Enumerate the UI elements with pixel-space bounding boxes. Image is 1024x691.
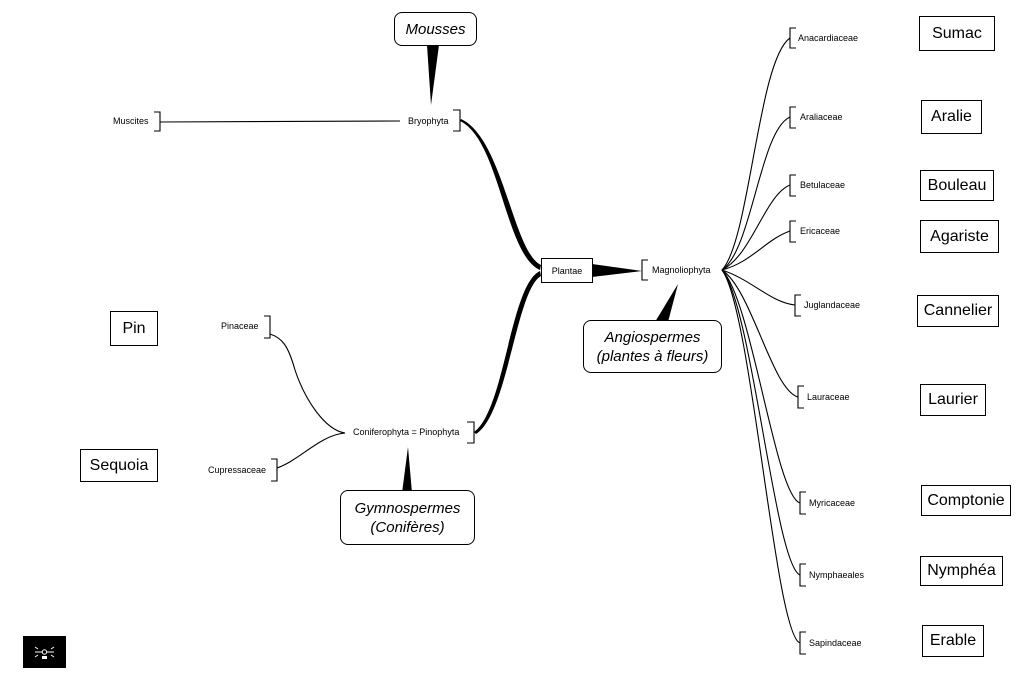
family-nymphaeales[interactable]: Nymphaeales: [809, 570, 865, 580]
callout-mousses: Mousses: [394, 12, 477, 46]
link-root-magnoliophyta: [592, 264, 642, 277]
common-pin[interactable]: Pin: [110, 311, 158, 346]
family-myricaceae[interactable]: Myricaceae: [809, 498, 856, 508]
app-logo-icon: [23, 636, 66, 668]
common-sumac-text: Sumac: [932, 24, 982, 42]
common-pin-text: Pin: [122, 319, 146, 337]
common-erable-text: Erable: [929, 632, 977, 649]
family-pinaceae[interactable]: Pinaceae: [221, 321, 259, 331]
common-nymphea-text: Nymphéa: [927, 562, 996, 579]
family-juglandaceae[interactable]: Juglandaceae: [804, 300, 861, 310]
tail-gymnospermes: [402, 447, 412, 493]
common-agariste[interactable]: Agariste: [920, 220, 999, 253]
common-aralie[interactable]: Aralie: [921, 100, 982, 134]
family-ericaceae[interactable]: Ericaceae: [800, 226, 841, 236]
family-cupressaceae[interactable]: Cupressaceae: [208, 465, 267, 475]
common-sequoia[interactable]: Sequoia: [80, 449, 158, 482]
common-nymphea[interactable]: Nymphéa: [920, 556, 1003, 586]
coniferophyta-label[interactable]: Coniferophyta = Pinophyta: [353, 427, 460, 437]
family-betulaceae[interactable]: Betulaceae: [800, 180, 846, 190]
magnoliophyta-label[interactable]: Magnoliophyta: [652, 265, 711, 275]
common-comptonie-text: Comptonie: [927, 491, 1005, 509]
callout-angiospermes: Angiospermes (plantes à fleurs): [583, 320, 722, 373]
link-root-bryophyta: [460, 119, 541, 270]
bracket-cupressaceae: [271, 458, 278, 482]
link-magno-ericaceae: [721, 230, 791, 271]
link-conifer-pinaceae: [269, 333, 346, 434]
link-bryophyta-muscites: [159, 120, 401, 123]
bracket-muscites: [154, 111, 161, 132]
family-lauraceae[interactable]: Lauraceae: [807, 392, 850, 402]
family-araliaceae[interactable]: Araliaceae: [800, 112, 843, 122]
common-laurier-text: Laurier: [928, 391, 978, 408]
bracket-bryophyta: [453, 109, 461, 132]
family-sapindaceae[interactable]: Sapindaceae: [809, 638, 862, 648]
bryophyta-label[interactable]: Bryophyta: [408, 116, 449, 126]
muscites-label[interactable]: Muscites: [113, 116, 149, 126]
link-magno-sapindaceae: [721, 269, 801, 644]
callout-angiospermes-line1: Angiospermes: [604, 328, 701, 346]
bracket-magnoliophyta: [641, 259, 648, 281]
link-magno-nymphaeales: [721, 269, 801, 576]
common-laurier[interactable]: Laurier: [920, 384, 986, 416]
callout-gymnospermes-line1: Gymnospermes: [354, 499, 461, 517]
link-magno-juglandaceae: [721, 269, 796, 306]
root-node[interactable]: Plantae: [541, 258, 593, 283]
family-anacardiaceae[interactable]: Anacardiaceae: [798, 33, 859, 43]
common-cannelier-text: Cannelier: [923, 302, 993, 319]
link-magno-myricaceae: [721, 269, 801, 504]
callout-mousses-text: Mousses: [405, 20, 466, 38]
common-agariste-text: Agariste: [930, 227, 989, 245]
bracket-coniferophyta: [467, 421, 475, 444]
root-label: Plantae: [551, 265, 583, 276]
link-magno-betulaceae: [721, 184, 791, 271]
common-aralie-text: Aralie: [931, 108, 972, 125]
callout-angiospermes-line2: (plantes à fleurs): [596, 347, 709, 365]
callout-gymnospermes: Gymnospermes (Conifères): [340, 490, 475, 545]
link-magno-araliaceae: [721, 116, 791, 271]
link-magno-lauraceae: [721, 269, 799, 398]
common-bouleau[interactable]: Bouleau: [920, 170, 994, 201]
common-cannelier[interactable]: Cannelier: [917, 295, 999, 327]
link-magno-anacardiaceae: [721, 37, 791, 271]
common-sequoia-text: Sequoia: [89, 456, 149, 474]
tail-angiospermes: [655, 284, 678, 322]
common-erable[interactable]: Erable: [922, 625, 984, 657]
callout-gymnospermes-line2: (Conifères): [370, 518, 445, 536]
common-bouleau-text: Bouleau: [927, 176, 987, 194]
bracket-pinaceae: [264, 315, 271, 339]
common-sumac[interactable]: Sumac: [919, 16, 995, 51]
common-comptonie[interactable]: Comptonie: [921, 485, 1011, 516]
tail-mousses: [427, 45, 439, 105]
link-conifer-cupressaceae: [276, 432, 346, 469]
link-root-coniferophyta: [474, 271, 541, 434]
